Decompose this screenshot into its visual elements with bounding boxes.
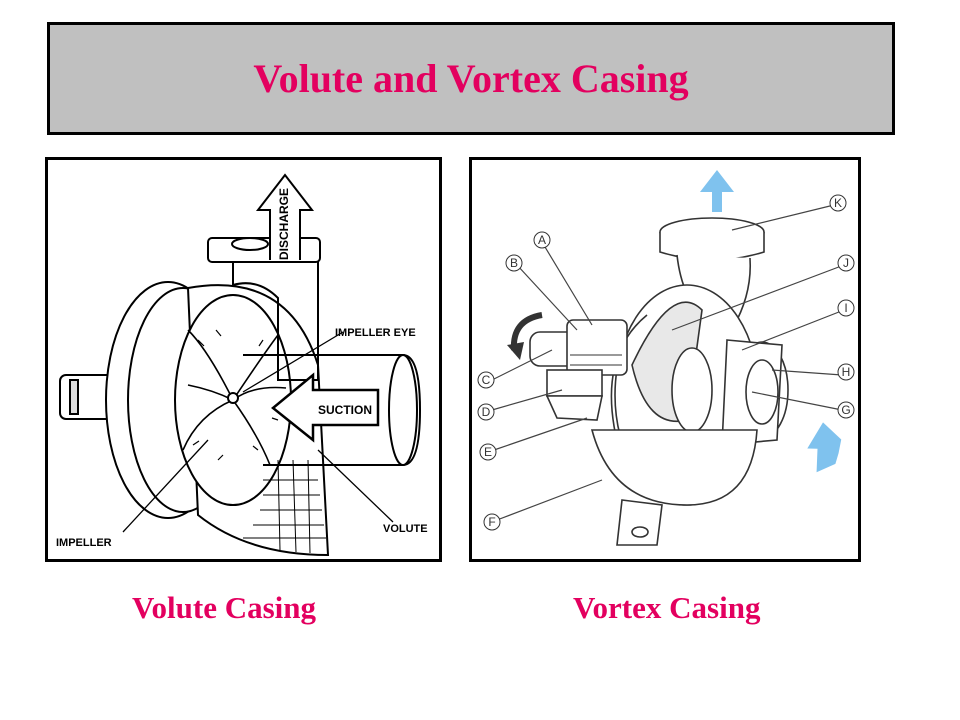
part-label-j: J: [843, 256, 849, 270]
part-label-e: E: [484, 445, 492, 459]
part-label-a: A: [538, 233, 546, 247]
title-banner: Volute and Vortex Casing: [47, 22, 895, 135]
impeller-label: IMPELLER: [56, 537, 112, 549]
part-label-f: F: [488, 515, 495, 529]
part-label-k: K: [834, 196, 842, 210]
part-label-c: C: [482, 373, 491, 387]
suction-arrow-icon: [807, 422, 842, 473]
part-label-b: B: [510, 256, 518, 270]
volute-casing-figure: DISCHARGE IMPELLER EYE SUCTION IMPELLER …: [45, 157, 442, 562]
vortex-casing-figure: A B C D E F G H I J K: [469, 157, 861, 562]
suction-label: SUCTION: [318, 403, 372, 417]
part-label-g: G: [841, 403, 850, 417]
impeller-eye-label: IMPELLER EYE: [335, 327, 416, 339]
discharge-arrow-icon: [700, 170, 734, 212]
volute-label: VOLUTE: [383, 523, 428, 535]
vortex-pump-drawing: A B C D E F G H I J K: [477, 170, 855, 546]
volute-pump-drawing: DISCHARGE IMPELLER EYE SUCTION IMPELLER …: [56, 173, 428, 557]
part-label-h: H: [842, 365, 851, 379]
vortex-casing-caption: Vortex Casing: [573, 590, 761, 625]
volute-casing-caption: Volute Casing: [132, 590, 317, 625]
part-label-i: I: [844, 301, 847, 315]
part-label-d: D: [482, 405, 491, 419]
discharge-label: DISCHARGE: [277, 188, 291, 260]
slide-title: Volute and Vortex Casing: [253, 56, 689, 101]
